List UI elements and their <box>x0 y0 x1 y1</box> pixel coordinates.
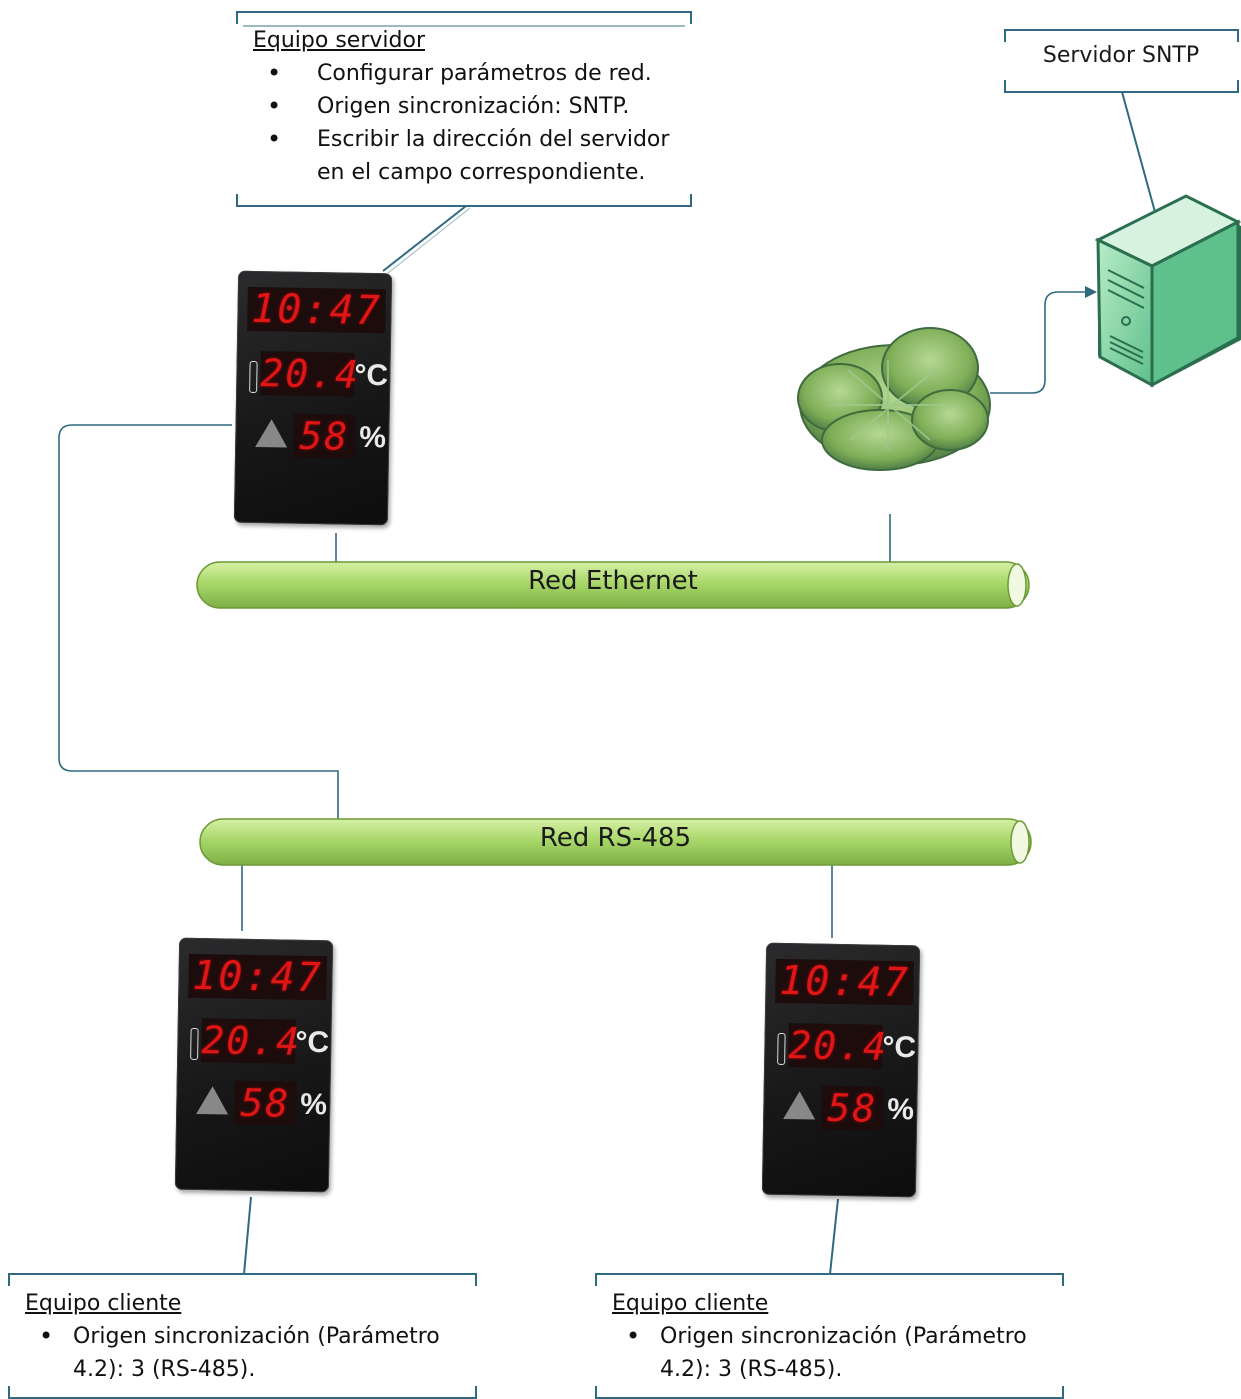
humidity-icon <box>783 1091 816 1120</box>
server-callout-item: Origen sincronización: SNTP. <box>253 90 683 123</box>
client-display-device-left: 10:47 20.4 °C 58 % <box>174 937 334 1193</box>
humidity-unit: % <box>359 420 387 455</box>
temperature-unit: °C <box>295 1025 330 1060</box>
client-display-device-right: 10:47 20.4 °C 58 % <box>761 942 921 1198</box>
time-display: 10:47 <box>247 286 386 334</box>
ethernet-pipe <box>196 561 1030 609</box>
server-callout-item: Configurar parámetros de red. <box>253 57 683 90</box>
humidity-icon <box>196 1086 229 1115</box>
client-callout-right: Equipo cliente Origen sincronización (Pa… <box>612 1287 1057 1386</box>
sntp-server-label: Servidor SNTP <box>1042 43 1200 68</box>
thermometer-icon <box>249 360 258 394</box>
server-callout-title: Equipo servidor <box>253 28 425 53</box>
temperature-unit: °C <box>882 1030 917 1065</box>
client-callout-frames <box>8 1273 1064 1399</box>
humidity-display: 58 <box>820 1085 884 1131</box>
time-display: 10:47 <box>188 953 327 1001</box>
client-callout-item: Origen sincronización (Parámetro 4.2): 3… <box>25 1320 470 1386</box>
rs485-network-label: Red RS-485 <box>539 823 692 853</box>
server-callout-item: Escribir la dirección del servidor en el… <box>253 123 683 189</box>
humidity-display: 58 <box>292 413 356 459</box>
server-callout-leader <box>382 205 467 272</box>
time-display: 10:47 <box>775 958 914 1006</box>
rs485-pipe <box>199 818 1032 866</box>
internet-cloud-icon <box>797 327 991 471</box>
temperature-display: 20.4 <box>788 1023 889 1069</box>
server-callout-frame <box>236 11 692 207</box>
client-callout-item: Origen sincronización (Parámetro 4.2): 3… <box>612 1320 1057 1386</box>
temperature-display: 20.4 <box>260 351 361 397</box>
humidity-display: 58 <box>233 1080 297 1126</box>
thermometer-icon <box>777 1032 786 1066</box>
server-callout: Equipo servidor Configurar parámetros de… <box>253 24 683 189</box>
sntp-server-icon <box>1094 194 1241 388</box>
server-display-device: 10:47 20.4 °C 58 % <box>233 270 393 526</box>
temperature-display: 20.4 <box>201 1018 302 1064</box>
client-callout-title: Equipo cliente <box>25 1291 182 1316</box>
client-callout-list: Origen sincronización (Parámetro 4.2): 3… <box>612 1320 1057 1386</box>
humidity-unit: % <box>887 1092 915 1127</box>
sntp-callout-frame <box>1004 29 1239 93</box>
client-callout-list: Origen sincronización (Parámetro 4.2): 3… <box>25 1320 470 1386</box>
humidity-unit: % <box>300 1087 328 1122</box>
client-callout-title: Equipo cliente <box>612 1291 769 1316</box>
client-callout-left: Equipo cliente Origen sincronización (Pa… <box>25 1287 470 1386</box>
thermometer-icon <box>190 1027 199 1061</box>
temperature-unit: °C <box>354 358 389 393</box>
server-callout-list: Configurar parámetros de red. Origen sin… <box>253 57 683 189</box>
humidity-icon <box>255 419 288 448</box>
ethernet-network-label: Red Ethernet <box>528 566 698 596</box>
